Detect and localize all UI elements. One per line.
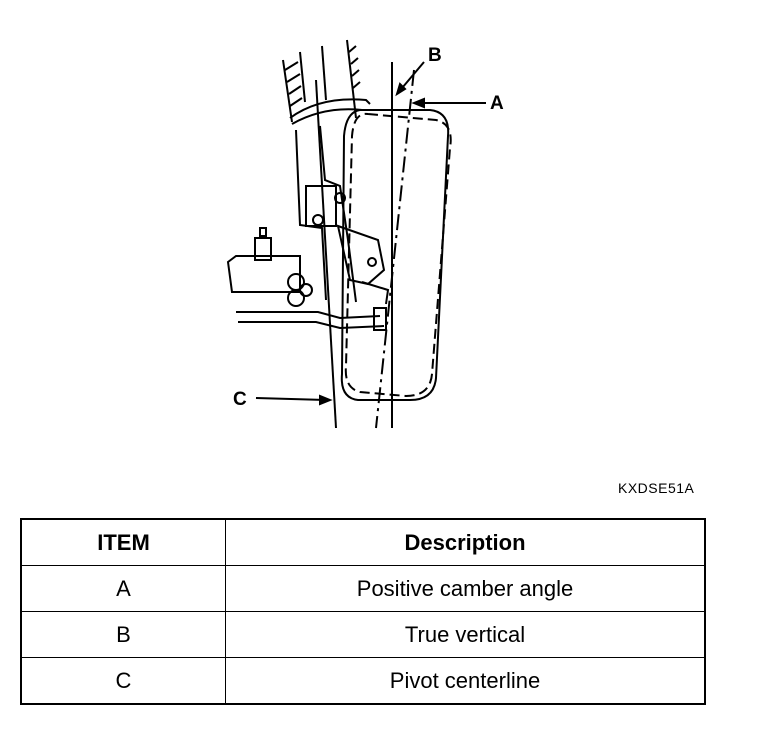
lower-arm	[226, 227, 387, 331]
item-description-table: ITEM Description A Positive camber angle…	[20, 518, 706, 705]
table-row: B True vertical	[20, 611, 706, 658]
steering-knuckle	[295, 125, 390, 305]
table-row: A Positive camber angle	[20, 565, 706, 612]
table-row: C Pivot centerline	[20, 657, 706, 705]
wheel-camber-dashed	[344, 112, 452, 398]
table-header-row: ITEM Description	[20, 518, 706, 566]
leader-arrow-a	[411, 97, 486, 109]
suspension-camber-diagram	[226, 39, 486, 429]
callout-a: A	[490, 93, 504, 114]
cell-description: Pivot centerline	[225, 657, 706, 705]
cell-description: Positive camber angle	[225, 565, 706, 612]
pivot-centerline	[315, 79, 337, 429]
cell-item: C	[20, 657, 226, 705]
figure-code: KXDSE51A	[618, 480, 695, 496]
callout-b: B	[428, 45, 442, 66]
cell-description: True vertical	[225, 611, 706, 658]
wheel-vertical	[340, 109, 450, 401]
header-item: ITEM	[20, 518, 226, 566]
header-description: Description	[225, 518, 706, 566]
cell-item: A	[20, 565, 226, 612]
callout-c: C	[233, 389, 247, 410]
cell-item: B	[20, 611, 226, 658]
leader-arrow-c	[255, 394, 333, 406]
camber-line	[375, 69, 415, 429]
strut-upper	[282, 39, 371, 125]
leader-arrow-b	[395, 61, 425, 97]
